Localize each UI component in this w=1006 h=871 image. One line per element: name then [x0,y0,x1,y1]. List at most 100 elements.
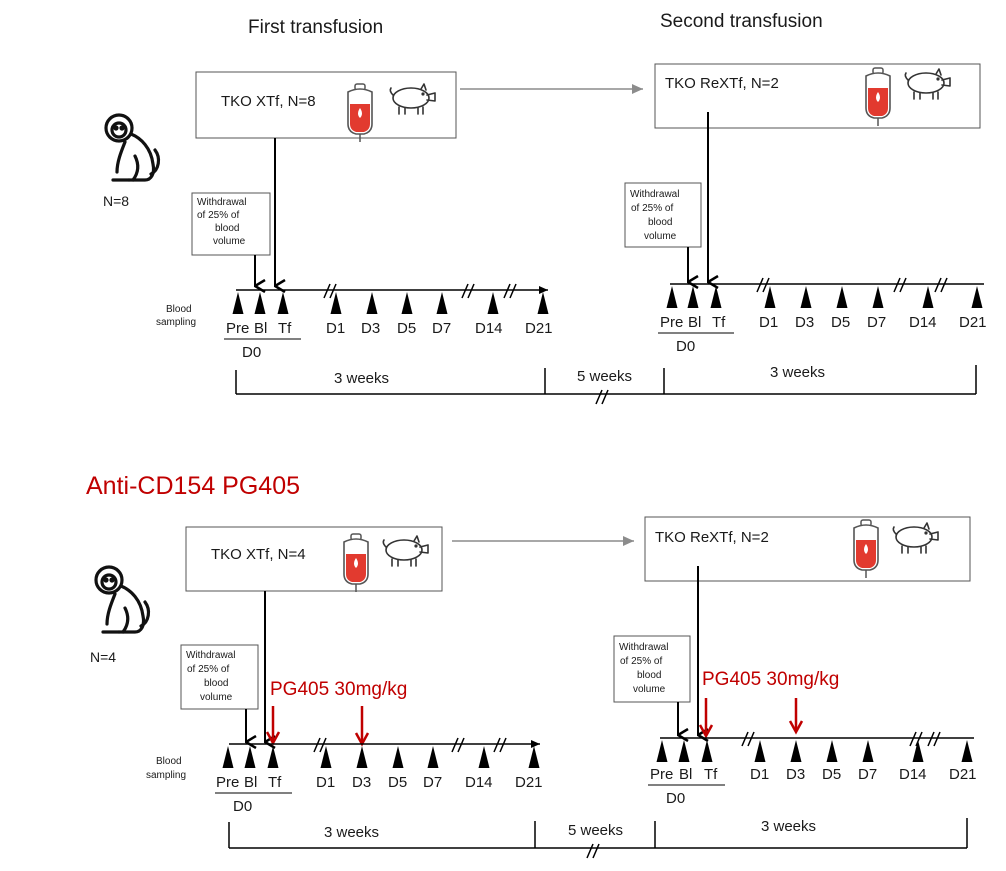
week-label: 5 weeks [568,822,623,839]
timepoint-labels-first: Pre Bl Tf D1 D3 D5 D7 D14 D21 [226,320,553,337]
week-label: 3 weeks [334,370,389,387]
svg-text:Bl: Bl [244,774,257,791]
svg-text:D14: D14 [475,320,503,337]
axis-break [934,277,948,293]
withdrawal-text: Withdrawal [186,650,235,661]
withdrawal-text: volume [213,236,246,247]
svg-text:D1: D1 [750,766,769,783]
blood-sampling-label: sampling [156,317,196,328]
svg-text:D1: D1 [316,774,335,791]
treatment-title: Anti-CD154 PG405 [86,472,300,500]
d0-label: D0 [233,798,252,815]
timepoint-labels-second: Pre Bl Tf D1 D3 D5 D7 D14 D21 [650,766,977,783]
withdrawal-text: Withdrawal [197,197,246,208]
svg-text:Bl: Bl [688,314,701,331]
withdrawal-text: Withdrawal [630,189,679,200]
sampling-markers-first [222,746,540,768]
axis-break [909,731,923,747]
svg-text:D1: D1 [759,314,778,331]
week-label: 3 weeks [770,364,825,381]
week-label: 3 weeks [324,824,379,841]
timepoint-labels-first: Pre Bl Tf D1 D3 D5 D7 D14 D21 [216,774,543,791]
withdrawal-box [180,644,259,710]
svg-text:D21: D21 [515,774,543,791]
withdrawal-text: of 25% of [620,656,662,667]
svg-text:D7: D7 [858,766,877,783]
dose-label: PG405 30mg/kg [702,669,839,690]
sampling-markers-second [666,286,983,308]
blood-sampling-label: Blood [166,304,192,315]
axis-break [313,737,327,753]
svg-text:D7: D7 [432,320,451,337]
svg-text:D14: D14 [899,766,927,783]
svg-text:D7: D7 [423,774,442,791]
withdrawal-text: volume [644,231,677,242]
axis-break [503,283,517,299]
svg-text:Pre: Pre [650,766,673,783]
svg-text:D5: D5 [822,766,841,783]
d0-label: D0 [242,344,261,361]
svg-text:D21: D21 [949,766,977,783]
svg-text:Pre: Pre [226,320,249,337]
group-n-label: N=4 [90,649,116,665]
withdrawal-text: blood [215,223,239,234]
svg-text:D3: D3 [361,320,380,337]
svg-text:Tf: Tf [278,320,292,337]
svg-text:D21: D21 [959,314,987,331]
withdrawal-text: blood [637,670,661,681]
first-box-label: TKO XTf, N=8 [221,93,316,110]
axis-break [493,737,507,753]
svg-text:D7: D7 [867,314,886,331]
withdrawal-text: blood [204,678,228,689]
svg-text:D3: D3 [795,314,814,331]
sampling-markers-first [232,292,549,314]
svg-text:D5: D5 [388,774,407,791]
svg-text:Pre: Pre [216,774,239,791]
group-n-label: N=8 [103,193,129,209]
svg-text:D5: D5 [397,320,416,337]
svg-text:D5: D5 [831,314,850,331]
withdrawal-text: of 25% of [197,210,239,221]
blood-sampling-label: sampling [146,770,186,781]
second-box-label: TKO ReXTf, N=2 [665,75,779,92]
axis-break [893,277,907,293]
withdrawal-text: blood [648,217,672,228]
withdrawal-text: of 25% of [187,664,229,675]
svg-text:D1: D1 [326,320,345,337]
monkey-icon [94,565,151,634]
axis-break [461,283,475,299]
first-box-label: TKO XTf, N=4 [211,546,306,563]
axis-break [756,277,770,293]
week-label: 3 weeks [761,818,816,835]
d0-label: D0 [666,790,685,807]
d0-label: D0 [676,338,695,355]
sampling-markers-second [656,740,973,762]
second-box-label: TKO ReXTf, N=2 [655,529,769,546]
svg-text:D3: D3 [786,766,805,783]
dose-arrows [265,698,804,747]
first-transfusion-box [195,71,457,139]
withdrawal-text: volume [200,692,233,703]
withdrawal-text: of 25% of [631,203,673,214]
heading-first-transfusion: First transfusion [248,17,383,38]
svg-text:Bl: Bl [679,766,692,783]
withdrawal-text: volume [633,684,666,695]
svg-text:D14: D14 [465,774,493,791]
withdrawal-box [191,192,271,256]
svg-text:D21: D21 [525,320,553,337]
timepoint-labels-second: Pre Bl Tf D1 D3 D5 D7 D14 D21 [660,314,987,331]
axis-break [323,283,337,299]
withdrawal-text: Withdrawal [619,642,668,653]
svg-text:Tf: Tf [268,774,282,791]
axis-break [595,389,609,405]
blood-sampling-label: Blood [156,756,182,767]
axis-break [586,843,600,859]
svg-text:Pre: Pre [660,314,683,331]
axis-break [741,731,755,747]
week-label: 5 weeks [577,368,632,385]
svg-text:D14: D14 [909,314,937,331]
second-transfusion-box [654,63,981,129]
withdrawal-box [613,635,691,703]
monkey-icon [104,113,161,182]
